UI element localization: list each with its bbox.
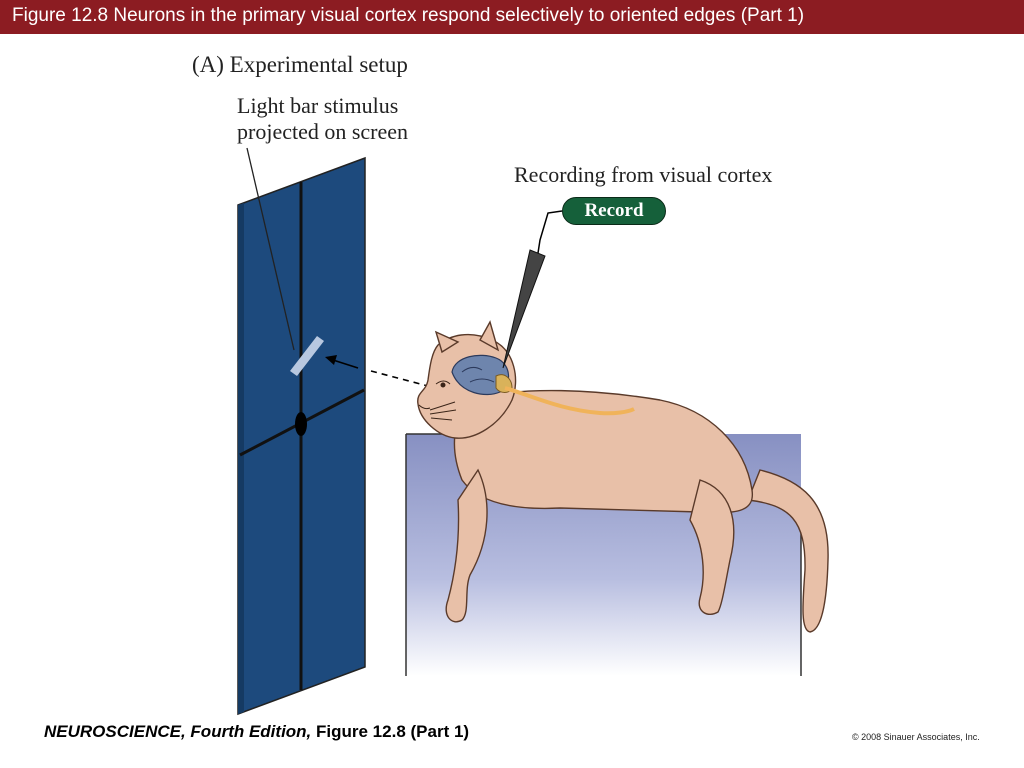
recording-electrode [502, 210, 563, 369]
stimulus-leader-line [246, 147, 295, 351]
projection-screen [237, 156, 366, 716]
copyright: © 2008 Sinauer Associates, Inc. [852, 732, 980, 742]
stimulus-arrow [325, 355, 359, 369]
figure-reference: Figure 12.8 (Part 1) [316, 722, 470, 741]
record-badge-label: Record [584, 200, 644, 221]
figure-title: Figure 12.8 Neurons in the primary visua… [12, 5, 805, 26]
stimulus-label-line2: projected on screen [237, 119, 409, 144]
brain [451, 354, 513, 396]
panel-label: (A) Experimental setup [192, 52, 408, 77]
stimulus-label: Light bar stimulus projected on screen [237, 93, 408, 145]
line-of-sight [370, 370, 429, 387]
cat-face [418, 380, 457, 421]
stimulus-label-line1: Light bar stimulus [237, 93, 399, 118]
spinal-cord [504, 386, 635, 416]
title-bar: Figure 12.8 Neurons in the primary visua… [0, 0, 1024, 34]
recording-label: Recording from visual cortex [514, 162, 773, 187]
fixation-point [295, 412, 307, 436]
edition: Fourth Edition, [190, 722, 312, 741]
light-bar-stimulus [290, 336, 324, 376]
record-badge: Record [562, 197, 666, 225]
book-title: NEUROSCIENCE, [44, 722, 186, 741]
footer-citation: NEUROSCIENCE, Fourth Edition, Figure 12.… [44, 722, 469, 742]
